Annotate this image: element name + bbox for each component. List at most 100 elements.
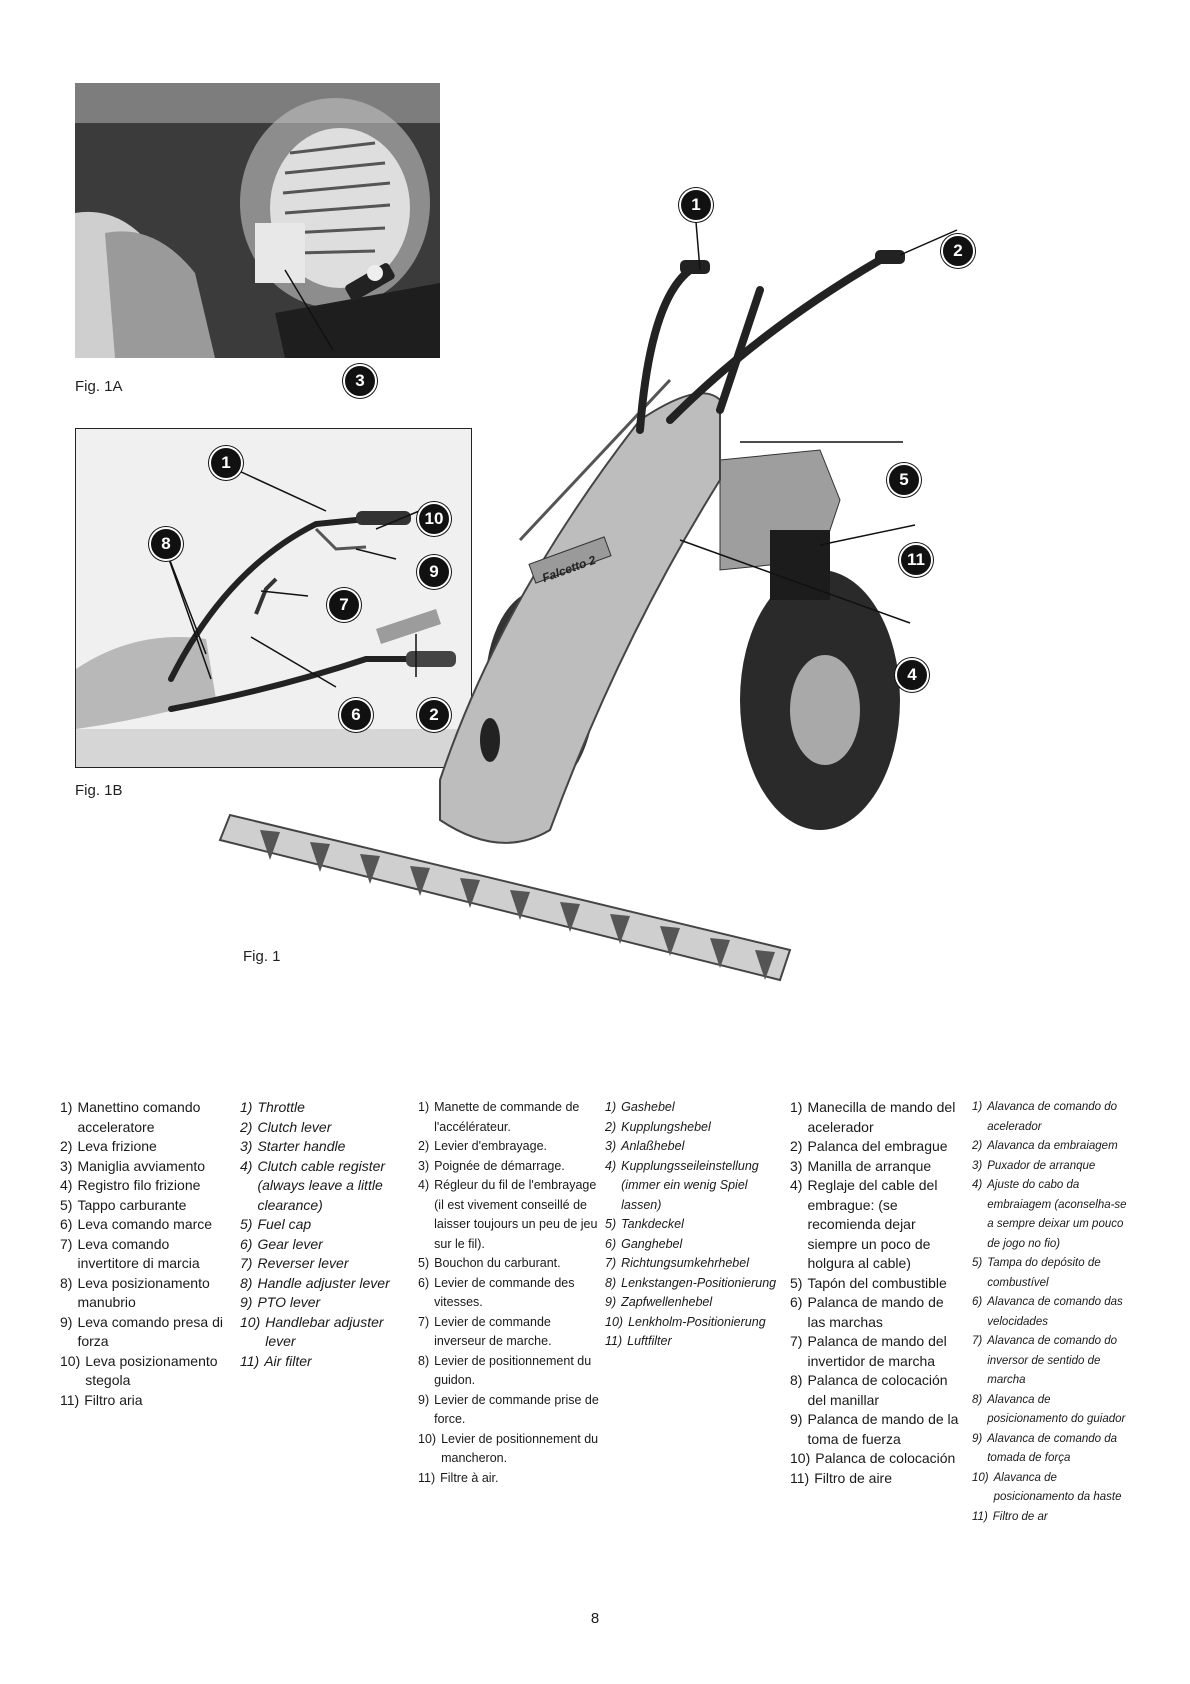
legend-item-number: 7) xyxy=(972,1335,983,1347)
legend-item-number: 7) xyxy=(605,1256,617,1270)
legend-item-text: Alavanca de comando da tomada de força xyxy=(987,1432,1118,1465)
legend-item: 11)Luftfilter xyxy=(605,1332,785,1352)
legend-item: 1)Manecilla de mando del acelerador xyxy=(790,1098,965,1137)
legend-item-text: Alavanca de posicionamento da haste xyxy=(993,1471,1122,1504)
fig-1b-photo xyxy=(75,428,472,768)
legend-item-text: Alavanca da embraiagem xyxy=(987,1140,1118,1152)
legend-item-number: 8) xyxy=(60,1274,73,1291)
legend-item-text: Leva frizione xyxy=(77,1138,157,1154)
callout-2-main: 2 xyxy=(941,234,975,268)
legend-portuguese: 1)Alavanca de comando do acelerador 2) Ala… xyxy=(972,1098,1132,1527)
legend-item: 6) Alavanca de comando das velocidades xyxy=(972,1293,1132,1332)
legend-item: 7) Alavanca de comando do inversor de sen… xyxy=(972,1332,1132,1391)
legend-item: 4)Ajuste do cabo da embraiagem (aconselh… xyxy=(972,1176,1132,1254)
fig-1-mower-illustration: Falcetto 2 xyxy=(200,180,1080,1020)
legend-item-text: Alavanca de comando das velocidades xyxy=(987,1296,1123,1328)
legend-item-number: 4) xyxy=(240,1157,253,1174)
legend-item: 11)Filtro aria xyxy=(60,1391,225,1411)
legend-item-text: Anlaßhebel xyxy=(621,1139,685,1153)
legend-item-text: Palanca de mando de la toma de fuerza xyxy=(807,1411,959,1447)
callout-1-fig1b: 1 xyxy=(209,446,243,480)
legend-item-number: 6) xyxy=(418,1275,430,1290)
legend-item-text: Tapón del combustible xyxy=(807,1274,947,1291)
legend-item-number: 2) xyxy=(418,1139,430,1153)
legend-item: 9)Zapfwellenhebel xyxy=(605,1293,785,1313)
legend-item: 2)Levier d'embrayage. xyxy=(418,1137,603,1157)
legend-item-number: 6) xyxy=(605,1236,617,1251)
callout-3-main: 3 xyxy=(343,364,377,398)
legend-item-number: 11) xyxy=(418,1470,436,1485)
legend-item-number: 11) xyxy=(605,1334,623,1348)
legend-item-number: 10) xyxy=(605,1314,624,1329)
legend-item-text: Levier de positionnement du mancheron. xyxy=(441,1431,599,1466)
legend-item-number: 6) xyxy=(972,1296,983,1308)
legend-item: 3)Anlaßhebel xyxy=(605,1137,785,1157)
callout-8-fig1b: 8 xyxy=(149,527,183,561)
legend-item-number: 6) xyxy=(790,1294,803,1310)
legend-item: 5)Tappo carburante xyxy=(60,1196,225,1216)
legend-item: 2)Clutch lever xyxy=(240,1118,405,1138)
legend-item: 10)Handlebar adjuster lever xyxy=(240,1313,405,1352)
legend-item: 10) Lenkholm-Positionierung xyxy=(605,1313,785,1333)
legend-item-number: 6) xyxy=(60,1216,73,1232)
legend-item-text: Leva comando marce xyxy=(77,1216,213,1232)
legend-item-number: 6) xyxy=(240,1235,253,1252)
legend-item-number: 3) xyxy=(418,1158,430,1173)
legend-item-number: 8) xyxy=(605,1275,617,1290)
legend-item-text: Alavanca de posicionamento do guiador xyxy=(987,1393,1126,1426)
legend-item-text: Levier de commande prise de force. xyxy=(434,1392,599,1427)
legend-item-text: Alavanca de comando do inversor de senti… xyxy=(987,1335,1118,1386)
legend-item: 1)Alavanca de comando do acelerador xyxy=(972,1098,1132,1137)
legend-item-number: 5) xyxy=(418,1256,430,1270)
legend-item-text: Leva posizionamento stegola xyxy=(85,1352,218,1389)
legend-item-number: 4) xyxy=(418,1178,430,1192)
legend-item-text: Air filter xyxy=(264,1352,312,1369)
legend-item: 3)Puxador de arranque xyxy=(972,1157,1132,1177)
legend-item: 8)Palanca de colocación del manillar xyxy=(790,1371,965,1410)
callout-5-main: 5 xyxy=(887,463,921,497)
legend-item: 4)Clutch cable register (always leave a … xyxy=(240,1157,405,1216)
legend-item-text: Handlebar adjuster lever xyxy=(265,1313,384,1350)
legend-item: 2) Alavanca da embraiagem xyxy=(972,1137,1132,1157)
legend-item: 7)Leva comando invertitore di marcia xyxy=(60,1235,225,1274)
legend-item: 9)PTO lever xyxy=(240,1293,405,1313)
legend-item-number: 7) xyxy=(60,1235,73,1252)
callout-9-fig1b: 9 xyxy=(417,555,451,589)
legend-item: 7)Richtungsumkehrhebel xyxy=(605,1254,785,1274)
legend-item: 3)Starter handle xyxy=(240,1137,405,1157)
legend-item-number: 9) xyxy=(972,1432,983,1445)
legend-item-number: 11) xyxy=(790,1469,810,1486)
legend-item-text: Fuel cap xyxy=(257,1216,312,1232)
legend-item-text: Manecilla de mando del acelerador xyxy=(807,1099,956,1135)
legend-item: 10)Levier de positionnement du mancheron… xyxy=(418,1430,603,1469)
legend-item: 3)Manilla de arranque xyxy=(790,1157,965,1177)
legend-item-number: 3) xyxy=(60,1157,73,1174)
callout-1-main: 1 xyxy=(679,188,713,222)
legend-item: 6)Ganghebel xyxy=(605,1235,785,1255)
legend-item-text: PTO lever xyxy=(257,1294,321,1310)
legend-item-number: 10) xyxy=(240,1313,261,1330)
legend-item-number: 9) xyxy=(790,1411,803,1427)
legend-item-number: 9) xyxy=(605,1295,617,1309)
legend-item-text: Bouchon du carburant. xyxy=(434,1256,561,1270)
legend-item-number: 9) xyxy=(60,1313,73,1330)
legend-item-text: Manilla de arranque xyxy=(807,1157,932,1174)
legend-item: 10)Alavanca de posicionamento da haste xyxy=(972,1469,1132,1508)
legend-item-number: 8) xyxy=(240,1274,253,1291)
legend-item-number: 7) xyxy=(790,1333,803,1349)
legend-item: 6)Leva comando marce xyxy=(60,1215,225,1235)
legend-item-number: 2) xyxy=(972,1140,983,1152)
fig-1a-photo xyxy=(75,83,440,358)
legend-item-text: Levier de commande des vitesses. xyxy=(434,1275,575,1310)
callout-11-main: 11 xyxy=(899,543,933,577)
callout-7-fig1b: 7 xyxy=(327,588,361,622)
legend-item-text: Lenkholm-Positionierung xyxy=(628,1314,766,1329)
legend-item-text: Ajuste do cabo da embraiagem (aconselha-… xyxy=(987,1179,1127,1250)
legend-item: 9) Alavanca de comando da tomada de força xyxy=(972,1430,1132,1469)
callout-6-fig1b: 6 xyxy=(339,698,373,732)
legend-item-number: 5) xyxy=(605,1217,617,1231)
legend-item-number: 5) xyxy=(240,1216,253,1232)
legend-item-text: Handle adjuster lever xyxy=(257,1274,390,1291)
legend-item-text: Leva comando invertitore di marcia xyxy=(77,1235,200,1272)
